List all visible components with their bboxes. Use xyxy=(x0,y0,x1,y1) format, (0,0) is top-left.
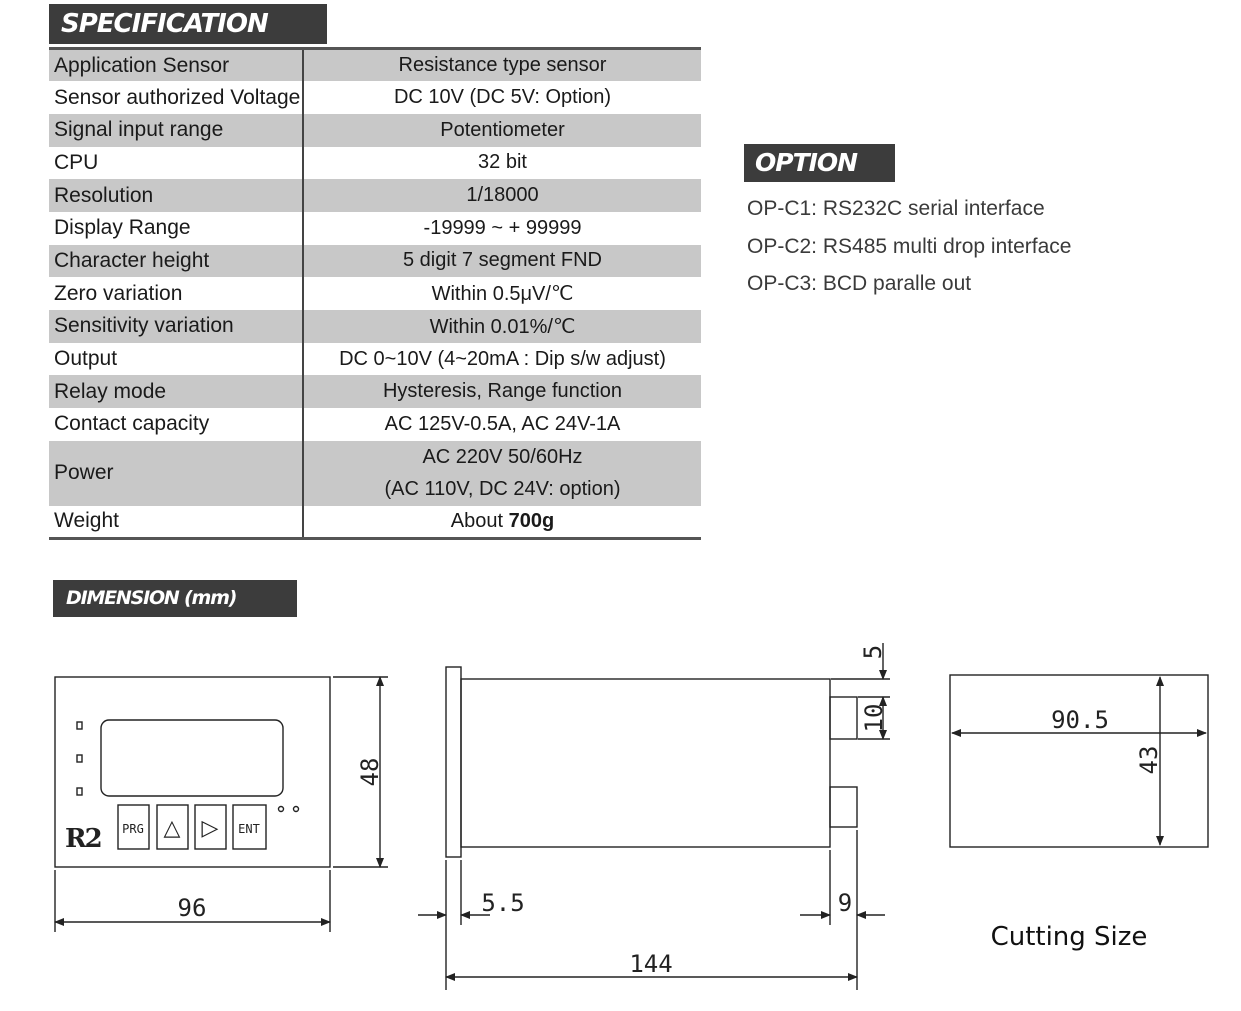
cutout-outline xyxy=(949,674,1209,848)
spec-label: Contact capacity xyxy=(49,408,304,441)
cutting-size-caption: Cutting Size xyxy=(991,922,1148,952)
spec-value: 32 bit xyxy=(478,151,527,174)
option-item: OP-C2: RS485 multi drop interface xyxy=(747,234,1072,258)
spec-label: Weight xyxy=(49,505,304,539)
dimension-heading: DIMENSION (mm) xyxy=(53,580,297,617)
spec-label: Sensor authorized Voltage xyxy=(49,81,304,114)
shift-button xyxy=(194,804,227,850)
ent-label: ENT xyxy=(238,822,260,836)
power-line-1: AC 220V 50/60Hz xyxy=(422,446,583,469)
led-dot xyxy=(292,805,300,813)
prg-button xyxy=(117,804,150,850)
side-view xyxy=(418,643,890,990)
option-item: OP-C3: BCD paralle out xyxy=(747,272,972,295)
led-dot xyxy=(277,805,285,813)
shift-arrow-label: ▷ xyxy=(202,816,219,841)
led-indicator xyxy=(76,754,83,763)
table-row: Zero variation Within 0.5μV/℃ xyxy=(49,277,701,310)
terminal-height-label: 10 xyxy=(860,704,888,733)
option-list: OP-C1: RS232C serial interface OP-C2: RS… xyxy=(747,196,1071,309)
spec-value: Resistance type sensor xyxy=(303,48,701,82)
brand-logo: R2 xyxy=(65,824,101,854)
table-row-power: Power AC 220V 50/60Hz (AC 110V, DC 24V: … xyxy=(49,440,701,506)
spec-value: DC 0~10V (4~20mA : Dip s/w adjust) xyxy=(339,347,666,370)
table-row: CPU 32 bit xyxy=(49,146,701,180)
terminal-block-lower xyxy=(829,786,858,828)
spec-value: About 700g xyxy=(303,506,701,539)
front-view xyxy=(54,676,388,932)
bezel xyxy=(445,666,462,858)
spec-value: AC 125V-0.5A, AC 24V-1A xyxy=(384,412,621,435)
cutout-height-label: 43 xyxy=(1135,746,1163,775)
spec-value: DC 10V (DC 5V: Option) xyxy=(393,86,612,109)
terminal-block-upper xyxy=(829,696,858,740)
front-panel-outline xyxy=(54,676,331,868)
spec-label: Sensitivity variation xyxy=(49,310,304,343)
dimension-drawing: R2 PRG △ ▷ ENT 96 48 5.5 9 144 5 10 90.5… xyxy=(54,643,1209,990)
spec-label: Display Range xyxy=(49,211,304,245)
spec-label: Zero variation xyxy=(49,277,304,310)
weight-prefix: About xyxy=(450,509,509,532)
side-depth-label: 144 xyxy=(629,950,672,978)
led-indicator xyxy=(76,787,83,796)
option-item: OP-C1: RS232C serial interface xyxy=(747,197,1045,220)
display-window xyxy=(100,719,284,797)
spec-value: -19999 ~ + 99999 xyxy=(423,216,582,239)
table-row: Contact capacity AC 125V-0.5A, AC 24V-1A xyxy=(49,408,701,441)
front-width-label: 96 xyxy=(178,894,207,922)
specification-heading: SPECIFICATION xyxy=(49,4,327,44)
table-row: Display Range -19999 ~ + 99999 xyxy=(49,211,701,245)
top-offset-label: 5 xyxy=(859,645,887,659)
up-button xyxy=(156,804,189,850)
option-heading: OPTION xyxy=(744,144,895,182)
spec-label: Character height xyxy=(49,244,304,278)
spec-value: 5 digit 7 segment FND xyxy=(303,244,701,278)
spec-value: Within 0.01%/℃ xyxy=(303,310,701,343)
cutout-view xyxy=(949,674,1209,848)
spec-value: Hysteresis, Range function xyxy=(303,375,701,409)
led-indicator xyxy=(76,721,83,730)
spec-value: 1/18000 xyxy=(303,179,701,212)
spec-value: AC 220V 50/60Hz (AC 110V, DC 24V: option… xyxy=(303,440,701,506)
ent-button xyxy=(232,804,267,850)
cutout-width-label: 90.5 xyxy=(1051,706,1109,734)
spec-value: Potentiometer xyxy=(303,113,701,147)
bezel-thickness-label: 5.5 xyxy=(481,889,524,917)
spec-value: Within 0.5μV/℃ xyxy=(431,283,574,306)
power-line-2: (AC 110V, DC 24V: option) xyxy=(384,478,621,501)
weight-value: 700g xyxy=(508,509,555,532)
spec-label: Power xyxy=(49,440,304,506)
front-height-label: 48 xyxy=(356,758,384,787)
spec-label: Application Sensor xyxy=(49,48,304,82)
spec-label: CPU xyxy=(49,146,304,180)
spec-label: Output xyxy=(49,342,304,376)
case-body xyxy=(460,678,831,848)
terminal-depth-label: 9 xyxy=(838,889,852,917)
table-row: Output DC 0~10V (4~20mA : Dip s/w adjust) xyxy=(49,342,701,376)
spec-label: Relay mode xyxy=(49,375,304,409)
table-row: Sensor authorized Voltage DC 10V (DC 5V: … xyxy=(49,81,701,114)
spec-label: Signal input range xyxy=(49,113,304,147)
up-arrow-label: △ xyxy=(164,816,181,841)
prg-label: PRG xyxy=(122,822,144,836)
table-row-weight: Weight About 700g xyxy=(49,505,701,539)
spec-label: Resolution xyxy=(49,179,304,212)
